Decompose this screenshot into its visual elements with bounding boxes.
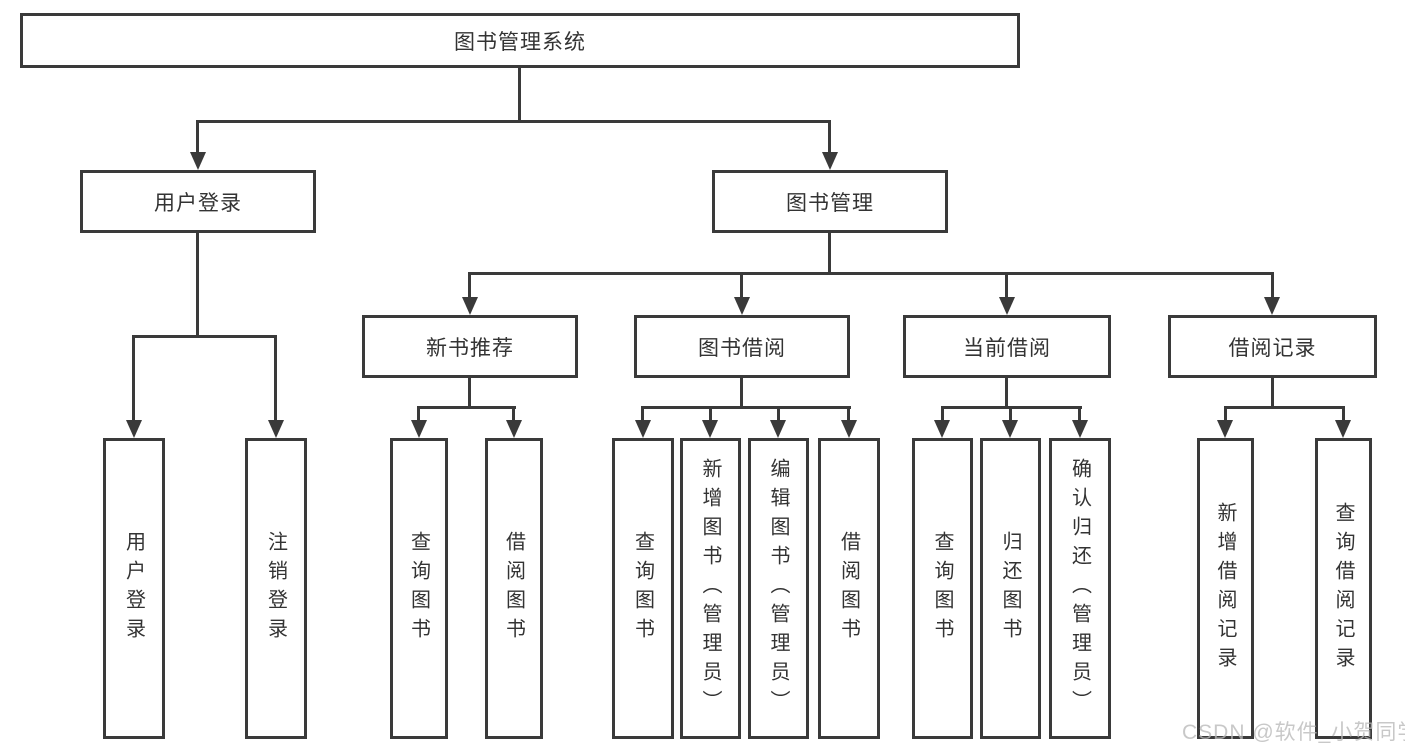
- arrow-down-icon: [268, 420, 284, 438]
- arrow-down-icon: [841, 420, 857, 438]
- connector-line: [468, 272, 1274, 275]
- leaf-return-books: 归还图书: [980, 438, 1041, 739]
- arrow-down-icon: [999, 297, 1015, 315]
- connector-line: [847, 406, 850, 420]
- connector-line: [1005, 378, 1008, 409]
- arrow-down-icon: [411, 420, 427, 438]
- connector-line: [196, 120, 199, 154]
- leaf-label: 归还图书: [999, 530, 1021, 647]
- arrow-down-icon: [462, 297, 478, 315]
- arrow-down-icon: [190, 152, 206, 170]
- connector-line: [709, 406, 712, 420]
- arrow-down-icon: [934, 420, 950, 438]
- csdn-watermark: CSDN @软件_小贺同学: [1182, 721, 1405, 744]
- leaf-label: 用户登录: [122, 530, 145, 647]
- leaf-add-borrow-record: 新增借阅记录: [1197, 438, 1254, 739]
- leaf-borrow-books-recommend: 借阅图书: [485, 438, 543, 739]
- connector-line: [512, 406, 515, 420]
- connector-line: [417, 406, 420, 420]
- connector-line: [274, 335, 277, 420]
- connector-line: [1271, 378, 1274, 409]
- arrow-down-icon: [506, 420, 522, 438]
- arrow-down-icon: [1072, 420, 1088, 438]
- arrow-down-icon: [126, 420, 142, 438]
- node-current-borrow: 当前借阅: [903, 315, 1111, 378]
- leaf-query-books-recommend: 查询图书: [390, 438, 448, 739]
- leaf-edit-book-admin: 编辑图书（管理员）: [748, 438, 809, 739]
- connector-line: [828, 233, 831, 275]
- node-user-login: 用户登录: [80, 170, 316, 233]
- leaf-label: 查询图书: [407, 530, 430, 647]
- node-label: 用户登录: [154, 191, 242, 215]
- connector-line: [132, 335, 135, 420]
- connector-line: [196, 233, 199, 338]
- leaf-add-book-admin: 新增图书（管理员）: [680, 438, 741, 739]
- leaf-query-borrow-record: 查询借阅记录: [1315, 438, 1372, 739]
- leaf-borrow-books: 借阅图书: [818, 438, 880, 739]
- connector-line: [468, 378, 471, 409]
- leaf-label: 编辑图书（管理员）: [767, 458, 789, 719]
- node-new-book-recommend: 新书推荐: [362, 315, 578, 378]
- arrow-down-icon: [822, 152, 838, 170]
- connector-line: [641, 406, 851, 409]
- leaf-label: 查询图书: [631, 530, 654, 647]
- connector-line: [518, 66, 521, 122]
- connector-line: [196, 120, 831, 123]
- leaf-query-books-borrow: 查询图书: [612, 438, 674, 739]
- node-book-borrow: 图书借阅: [634, 315, 850, 378]
- arrow-down-icon: [1217, 420, 1233, 438]
- connector-line: [828, 120, 831, 154]
- arrow-down-icon: [770, 420, 786, 438]
- leaf-label: 借阅图书: [502, 530, 525, 647]
- leaf-confirm-return-admin: 确认归还（管理员）: [1049, 438, 1111, 739]
- connector-line: [1224, 406, 1345, 409]
- leaf-logout: 注销登录: [245, 438, 307, 739]
- node-label: 当前借阅: [963, 336, 1051, 360]
- node-label: 借阅记录: [1228, 336, 1317, 360]
- leaf-user-login: 用户登录: [103, 438, 165, 739]
- connector-line: [1342, 406, 1345, 420]
- connector-line: [740, 378, 743, 409]
- connector-line: [468, 272, 471, 297]
- node-label: 图书管理系统: [454, 30, 586, 54]
- node-label: 新书推荐: [426, 336, 514, 360]
- arrow-down-icon: [734, 297, 750, 315]
- connector-line: [941, 406, 944, 420]
- connector-line: [1224, 406, 1227, 420]
- connector-line: [641, 406, 644, 420]
- connector-line: [777, 406, 780, 420]
- connector-line: [1005, 272, 1008, 297]
- arrow-down-icon: [702, 420, 718, 438]
- connector-line: [740, 272, 743, 297]
- leaf-label: 确认归还（管理员）: [1068, 458, 1091, 719]
- leaf-query-books-current: 查询图书: [912, 438, 973, 739]
- connector-line: [417, 406, 516, 409]
- connector-line: [132, 335, 277, 338]
- connector-line: [1078, 406, 1081, 420]
- arrow-down-icon: [1264, 297, 1280, 315]
- leaf-label: 查询图书: [931, 530, 953, 647]
- arrow-down-icon: [635, 420, 651, 438]
- node-label: 图书管理: [786, 191, 874, 215]
- arrow-down-icon: [1002, 420, 1018, 438]
- node-library-system: 图书管理系统: [20, 13, 1020, 68]
- leaf-label: 借阅图书: [837, 530, 860, 647]
- connector-line: [1271, 272, 1274, 297]
- connector-line: [1009, 406, 1012, 420]
- node-label: 图书借阅: [698, 336, 786, 360]
- leaf-label: 新增图书（管理员）: [699, 458, 721, 719]
- leaf-label: 注销登录: [264, 530, 287, 647]
- arrow-down-icon: [1335, 420, 1351, 438]
- leaf-label: 查询借阅记录: [1332, 501, 1354, 676]
- leaf-label: 新增借阅记录: [1214, 501, 1236, 676]
- node-borrow-records: 借阅记录: [1168, 315, 1377, 378]
- node-book-management: 图书管理: [712, 170, 948, 233]
